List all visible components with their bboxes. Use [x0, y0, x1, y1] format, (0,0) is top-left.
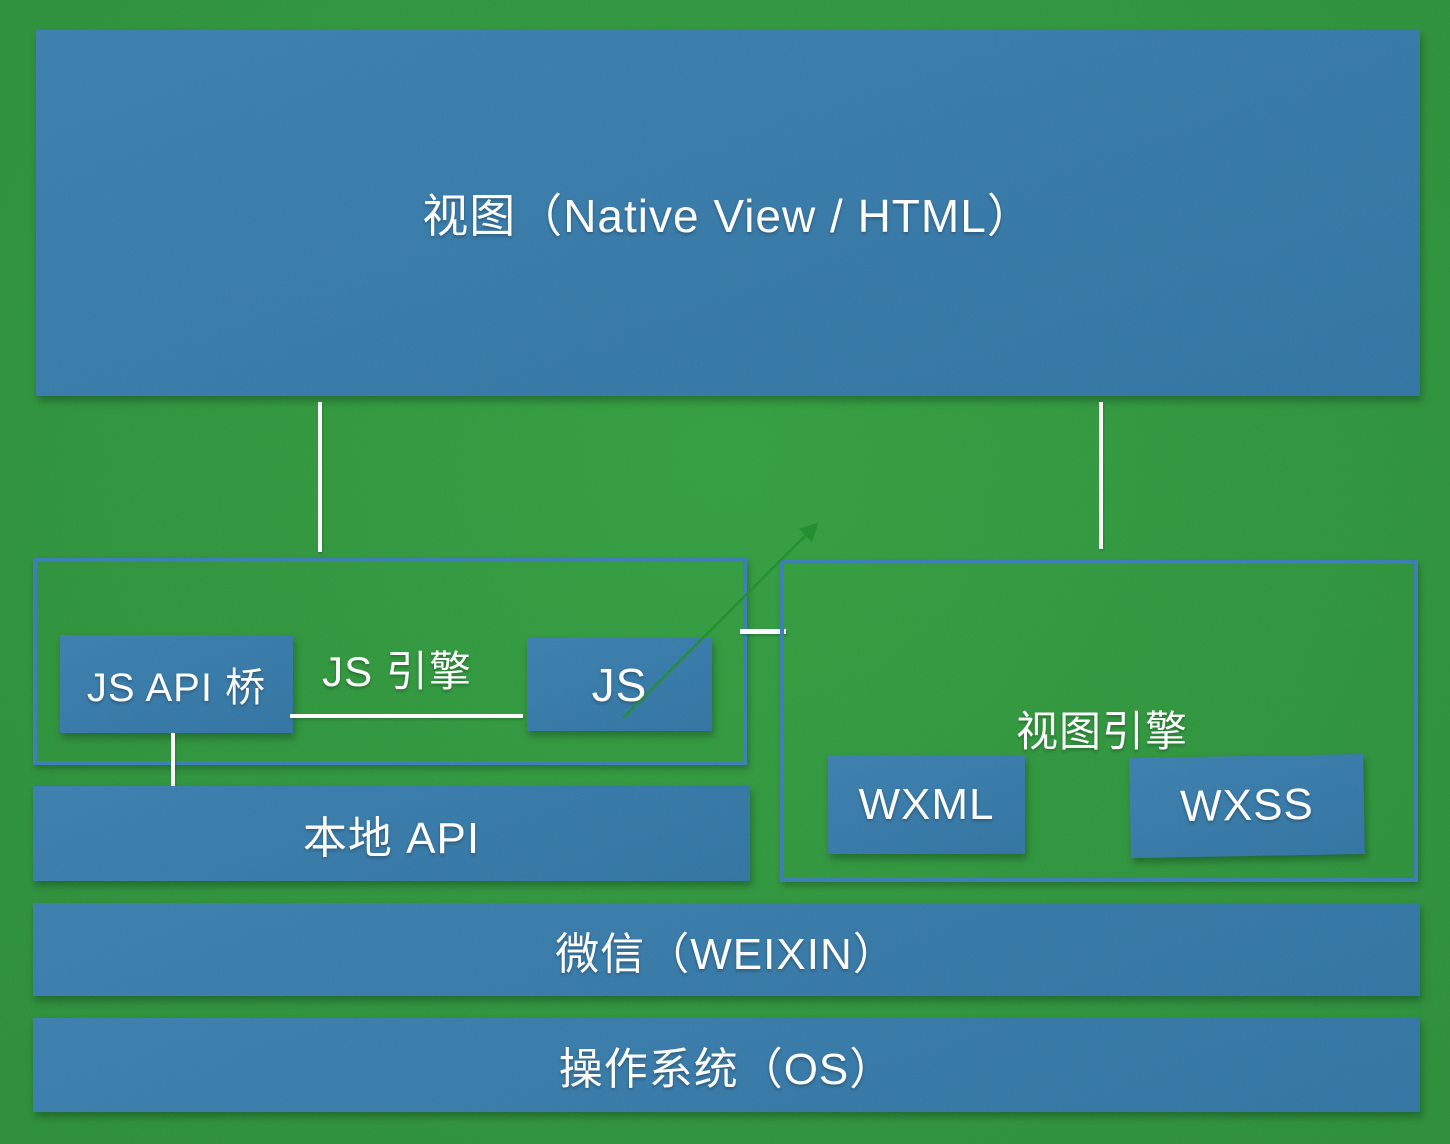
- connector-view-to-js-engine: [318, 402, 322, 552]
- wxml-box: WXML: [828, 755, 1025, 854]
- os-label: 操作系统（OS）: [558, 1045, 895, 1094]
- js-api-bridge-box: JS API 桥: [60, 635, 293, 733]
- view-layer-label: 视图（Native View / HTML）: [422, 190, 1034, 242]
- js-api-bridge-label: JS API 桥: [86, 666, 267, 710]
- wxml-label: WXML: [858, 779, 995, 829]
- weixin-label: 微信（WEIXIN）: [555, 929, 898, 979]
- native-api-bar: 本地 API: [33, 786, 750, 881]
- js-engine-label: JS 引擎: [322, 648, 472, 695]
- js-label: JS: [591, 658, 648, 711]
- view-layer-box: 视图（Native View / HTML）: [36, 30, 1420, 396]
- connector-bridge-to-js: [290, 714, 523, 718]
- connector-bridge-to-native-api: [171, 733, 175, 787]
- weixin-bar: 微信（WEIXIN）: [33, 903, 1420, 996]
- js-box: JS: [527, 638, 712, 731]
- js-engine-group: JS 引擎 JS API 桥 JS: [33, 558, 747, 765]
- view-engine-group: 视图引擎 WXML WXSS: [780, 560, 1418, 882]
- wxss-box: WXSS: [1129, 753, 1365, 859]
- os-bar: 操作系统（OS）: [33, 1018, 1420, 1112]
- view-engine-label: 视图引擎: [1015, 708, 1188, 755]
- connector-view-to-view-engine: [1099, 402, 1103, 549]
- wxss-label: WXSS: [1179, 779, 1315, 832]
- native-api-label: 本地 API: [302, 813, 481, 863]
